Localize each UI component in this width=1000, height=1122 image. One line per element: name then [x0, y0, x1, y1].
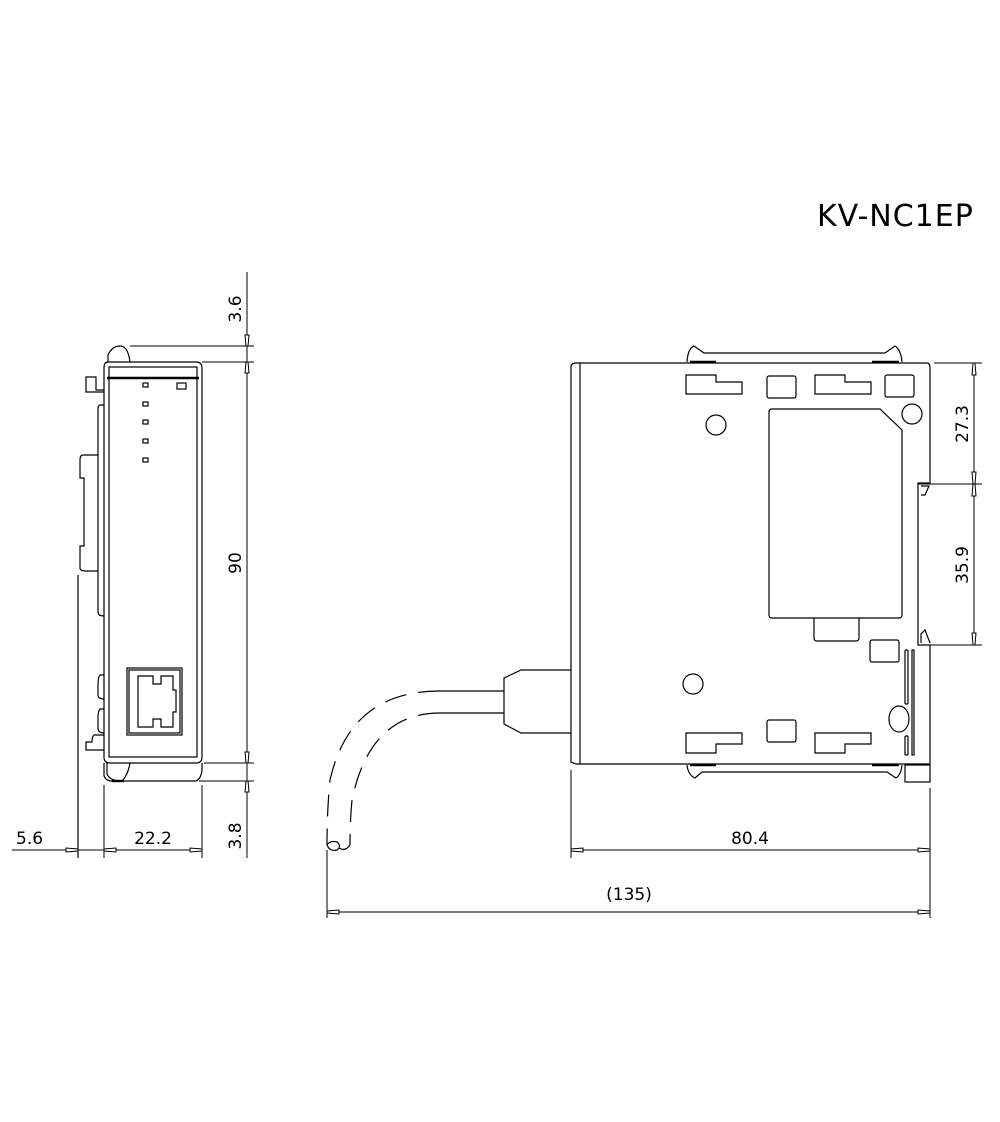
mounting-hole — [901, 403, 923, 425]
led-indicator-icon — [142, 419, 149, 425]
front-view: 3.6 90 3.8 5.6 22.2 — [12, 272, 254, 858]
top-clip — [107, 345, 131, 363]
bottom-slot — [814, 732, 872, 754]
mounting-hole — [682, 673, 704, 695]
side-horizontal-dimensions: 80.4 (135) — [326, 770, 931, 918]
dim-height: 90 — [226, 552, 246, 574]
label-tab — [813, 618, 860, 642]
cable-bend — [326, 690, 441, 846]
led-indicator-icon — [142, 438, 149, 444]
top-slot — [685, 374, 743, 395]
bottom-rail-clip — [686, 764, 903, 779]
led-indicator-icon — [142, 401, 149, 407]
front-outer-body — [103, 361, 203, 764]
bottom-slot — [685, 732, 743, 754]
front-vertical-dimensions: 3.6 90 3.8 — [130, 272, 254, 858]
bottom-clip — [106, 762, 131, 782]
top-rail-clip — [686, 345, 903, 363]
led-indicator-icon — [142, 382, 149, 388]
top-slot — [814, 374, 872, 395]
rj45-port-icon — [126, 667, 183, 736]
cable-bend — [349, 712, 441, 846]
cable-end — [326, 840, 351, 852]
led-indicator-icon — [176, 382, 187, 390]
din-rail-hooks — [77, 376, 105, 858]
led-indicator-icon — [142, 457, 149, 463]
label-plate — [768, 408, 903, 619]
dim-upper-height: 27.3 — [953, 405, 973, 443]
bottom-square-slot — [766, 719, 797, 743]
top-square-slot — [766, 375, 797, 399]
dim-rail-height: 35.9 — [953, 546, 973, 584]
model-title: KV-NC1EP — [817, 199, 974, 234]
dim-rail-offset: 5.6 — [16, 829, 43, 849]
side-body — [570, 362, 931, 765]
mounting-hole — [705, 414, 727, 436]
top-square-slot — [884, 374, 915, 398]
status-leds — [142, 382, 187, 463]
dim-depth: 80.4 — [731, 829, 769, 849]
side-view: 27.3 35.9 80.4 (135) — [326, 345, 982, 918]
dim-bottom-clip: 3.8 — [226, 822, 246, 849]
side-vertical-dimensions: 27.3 35.9 — [918, 362, 982, 646]
oval-hole — [888, 705, 910, 733]
front-horizontal-dimensions: 5.6 22.2 — [12, 785, 203, 858]
cable-strain-relief — [503, 669, 571, 734]
dim-width: 22.2 — [134, 829, 172, 849]
dim-overall-length: (135) — [606, 885, 652, 905]
dim-top-clip: 3.6 — [226, 295, 246, 322]
front-inner-face — [108, 366, 198, 758]
